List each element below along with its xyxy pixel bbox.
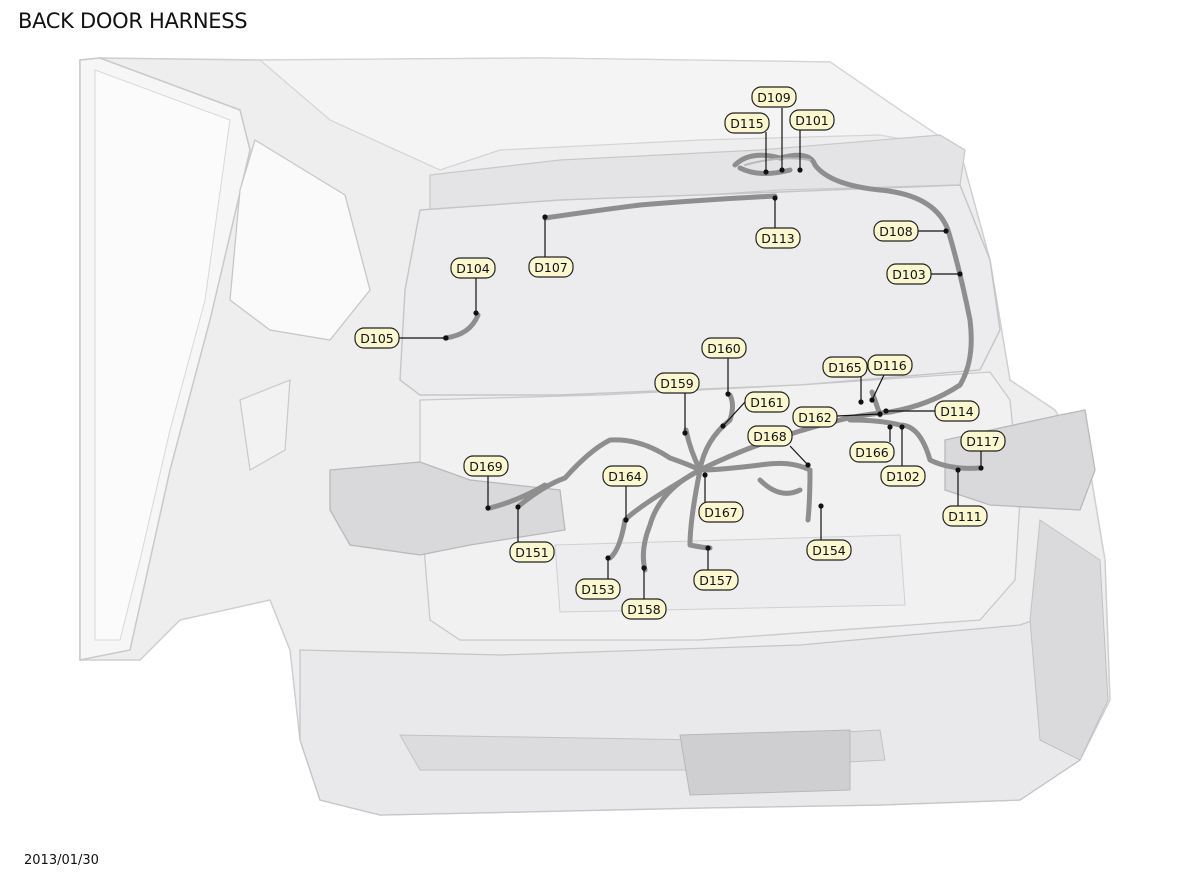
document-date: 2013/01/30 [24,853,99,868]
connector-label: D104 [456,261,490,276]
connector-callout-d166: D166 [849,424,895,463]
connector-callout-d159: D159 [654,372,700,436]
connector-callout-d154: D154 [806,503,852,561]
connector-label: D157 [699,573,732,588]
connector-callout-d105: D105 [354,327,449,349]
connector-label: D151 [515,545,548,560]
connector-label: D161 [750,395,783,410]
connector-label: D153 [581,582,614,597]
connector-label: D107 [534,260,567,275]
connector-callout-d153: D153 [575,555,621,600]
connector-callout-d169: D169 [463,455,509,511]
connector-label: D115 [730,116,763,131]
connector-callout-d167: D167 [698,472,744,523]
connector-callout-d161: D161 [720,391,790,429]
connector-callout-d164: D164 [602,465,648,523]
connector-callout-d101: D101 [789,109,835,173]
connector-label: D113 [761,231,794,246]
connector-callout-d157: D157 [693,545,739,591]
connector-callout-d116: D116 [867,354,913,403]
connector-callout-d104: D104 [450,257,496,316]
connector-label: D165 [828,360,861,375]
connector-callout-d162: D162 [792,406,883,428]
connector-callout-d165: D165 [822,356,868,405]
connector-callout-d108: D108 [873,220,949,242]
connector-label: D105 [360,331,393,346]
connector-callout-d102: D102 [880,424,926,487]
connector-label: D101 [795,113,828,128]
wiring-harness [442,152,983,573]
connector-label: D111 [948,509,981,524]
connector-callout-d158: D158 [621,565,667,620]
connector-callout-d115: D115 [724,112,770,175]
connector-callouts: D109 D115 D101 D113 D108 [354,86,1006,620]
connector-label: D117 [966,434,999,449]
diagram-title: BACK DOOR HARNESS [18,9,248,33]
connector-callout-d114: D114 [883,400,980,422]
connector-callout-d117: D117 [960,430,1006,471]
connector-label: D116 [873,358,907,373]
connector-label: D169 [469,459,503,474]
connector-label: D168 [753,429,787,444]
connector-callout-d168: D168 [747,425,811,468]
connector-callout-d113: D113 [755,195,801,249]
vehicle-body-illustration [79,57,1111,816]
connector-label: D160 [707,341,741,356]
connector-label: D158 [627,602,661,617]
connector-label: D154 [812,543,846,558]
connector-callout-d107: D107 [528,214,574,278]
connector-callout-d160: D160 [701,337,747,397]
connector-label: D114 [940,404,974,419]
connector-label: D166 [855,445,889,460]
connector-callout-d151: D151 [509,504,555,563]
connector-callout-d103: D103 [886,263,963,285]
connector-label: D162 [798,410,831,425]
connector-label: D102 [886,469,919,484]
connector-label: D103 [892,267,925,282]
connector-callout-d111: D111 [942,467,988,527]
connector-label: D159 [660,376,694,391]
connector-label: D167 [704,505,737,520]
connector-callout-d109: D109 [751,86,797,173]
connector-label: D164 [608,469,642,484]
connector-label: D109 [757,90,791,105]
connector-label: D108 [879,224,913,239]
